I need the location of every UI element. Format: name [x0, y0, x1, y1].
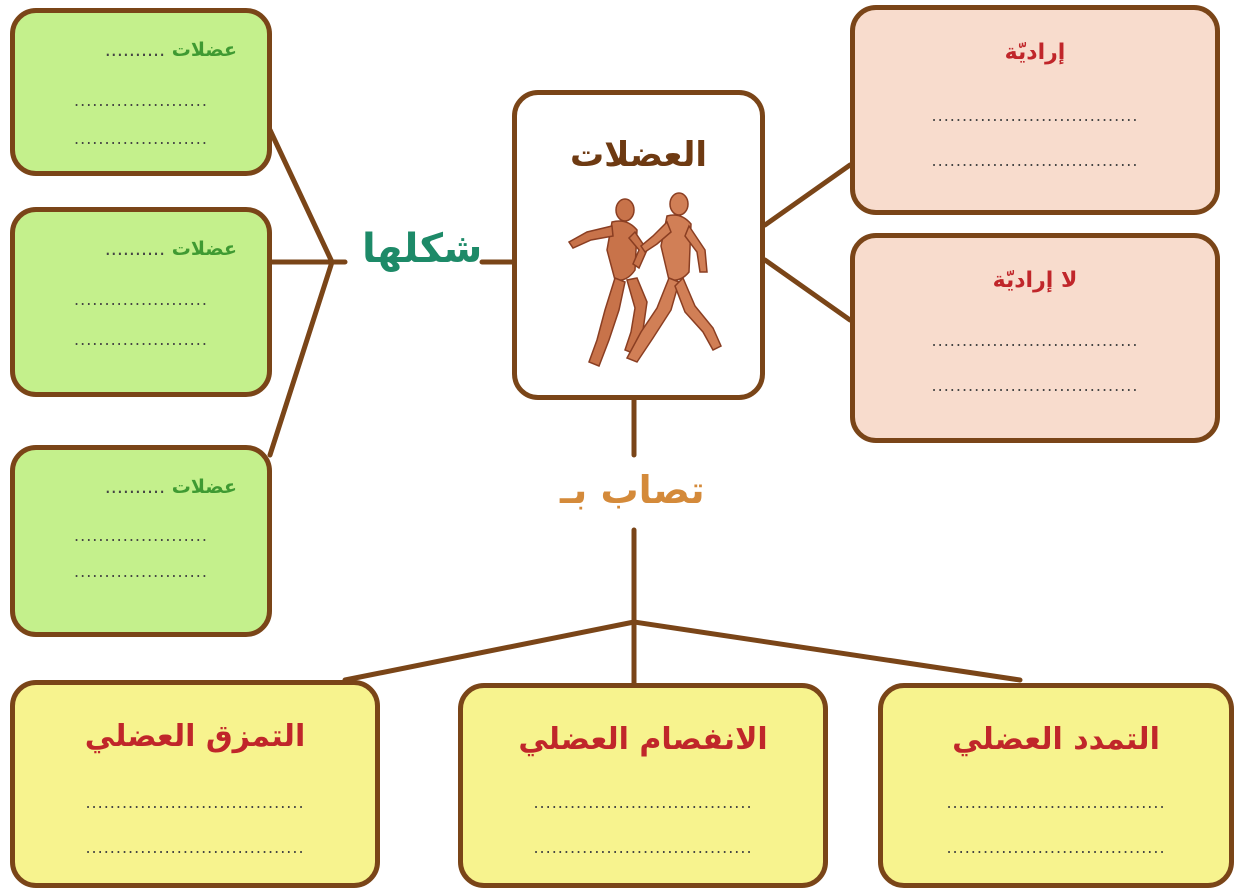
shape-box-1: عضلات .......... ...................... …	[10, 8, 272, 176]
answer-line[interactable]: ....................................	[85, 840, 305, 856]
injury-label: تصاب بـ	[560, 468, 705, 512]
answer-line[interactable]: ......................	[74, 528, 208, 544]
shape-box-blank[interactable]: ..........	[104, 476, 166, 498]
answer-line[interactable]: ......................	[74, 93, 208, 109]
shape-box-blank[interactable]: ..........	[104, 39, 166, 61]
control-box-involuntary: لا إراديّة .............................…	[850, 233, 1220, 443]
answer-line[interactable]: ..................................	[931, 333, 1139, 349]
center-title: العضلات	[569, 135, 708, 175]
muscular-runners-icon	[567, 192, 722, 367]
answer-line[interactable]: ..................................	[931, 108, 1139, 124]
control-box-voluntary: إراديّة ................................…	[850, 5, 1220, 215]
answer-line[interactable]: ..................................	[931, 378, 1139, 394]
shape-box-3: عضلات .......... ...................... …	[10, 445, 272, 637]
injury-box-rupture: الانفصام العضلي ........................…	[458, 683, 828, 888]
center-box: العضلات	[512, 90, 765, 400]
injury-box-title: التمزق العضلي	[84, 719, 306, 754]
answer-line[interactable]: ......................	[74, 564, 208, 580]
injury-box-title: الانفصام العضلي	[518, 722, 768, 757]
shape-label: شكلها	[362, 226, 483, 272]
answer-line[interactable]: ....................................	[533, 795, 753, 811]
shape-box-title: عضلات	[171, 238, 237, 260]
shape-box-title: عضلات	[171, 476, 237, 498]
injury-box-strain: التمدد العضلي ..........................…	[878, 683, 1234, 888]
answer-line[interactable]: ..................................	[931, 153, 1139, 169]
shape-box-blank[interactable]: ..........	[104, 238, 166, 260]
shape-box-2: عضلات .......... ...................... …	[10, 207, 272, 397]
answer-line[interactable]: ....................................	[85, 795, 305, 811]
shape-box-title: عضلات	[171, 39, 237, 61]
answer-line[interactable]: ....................................	[946, 840, 1166, 856]
answer-line[interactable]: ....................................	[533, 840, 753, 856]
injury-box-tear: التمزق العضلي ..........................…	[10, 680, 380, 888]
answer-line[interactable]: ......................	[74, 131, 208, 147]
control-box-title: لا إراديّة	[992, 268, 1078, 293]
answer-line[interactable]: ......................	[74, 292, 208, 308]
injury-box-title: التمدد العضلي	[952, 722, 1160, 757]
answer-line[interactable]: ....................................	[946, 795, 1166, 811]
control-box-title: إراديّة	[1004, 40, 1066, 65]
answer-line[interactable]: ......................	[74, 332, 208, 348]
